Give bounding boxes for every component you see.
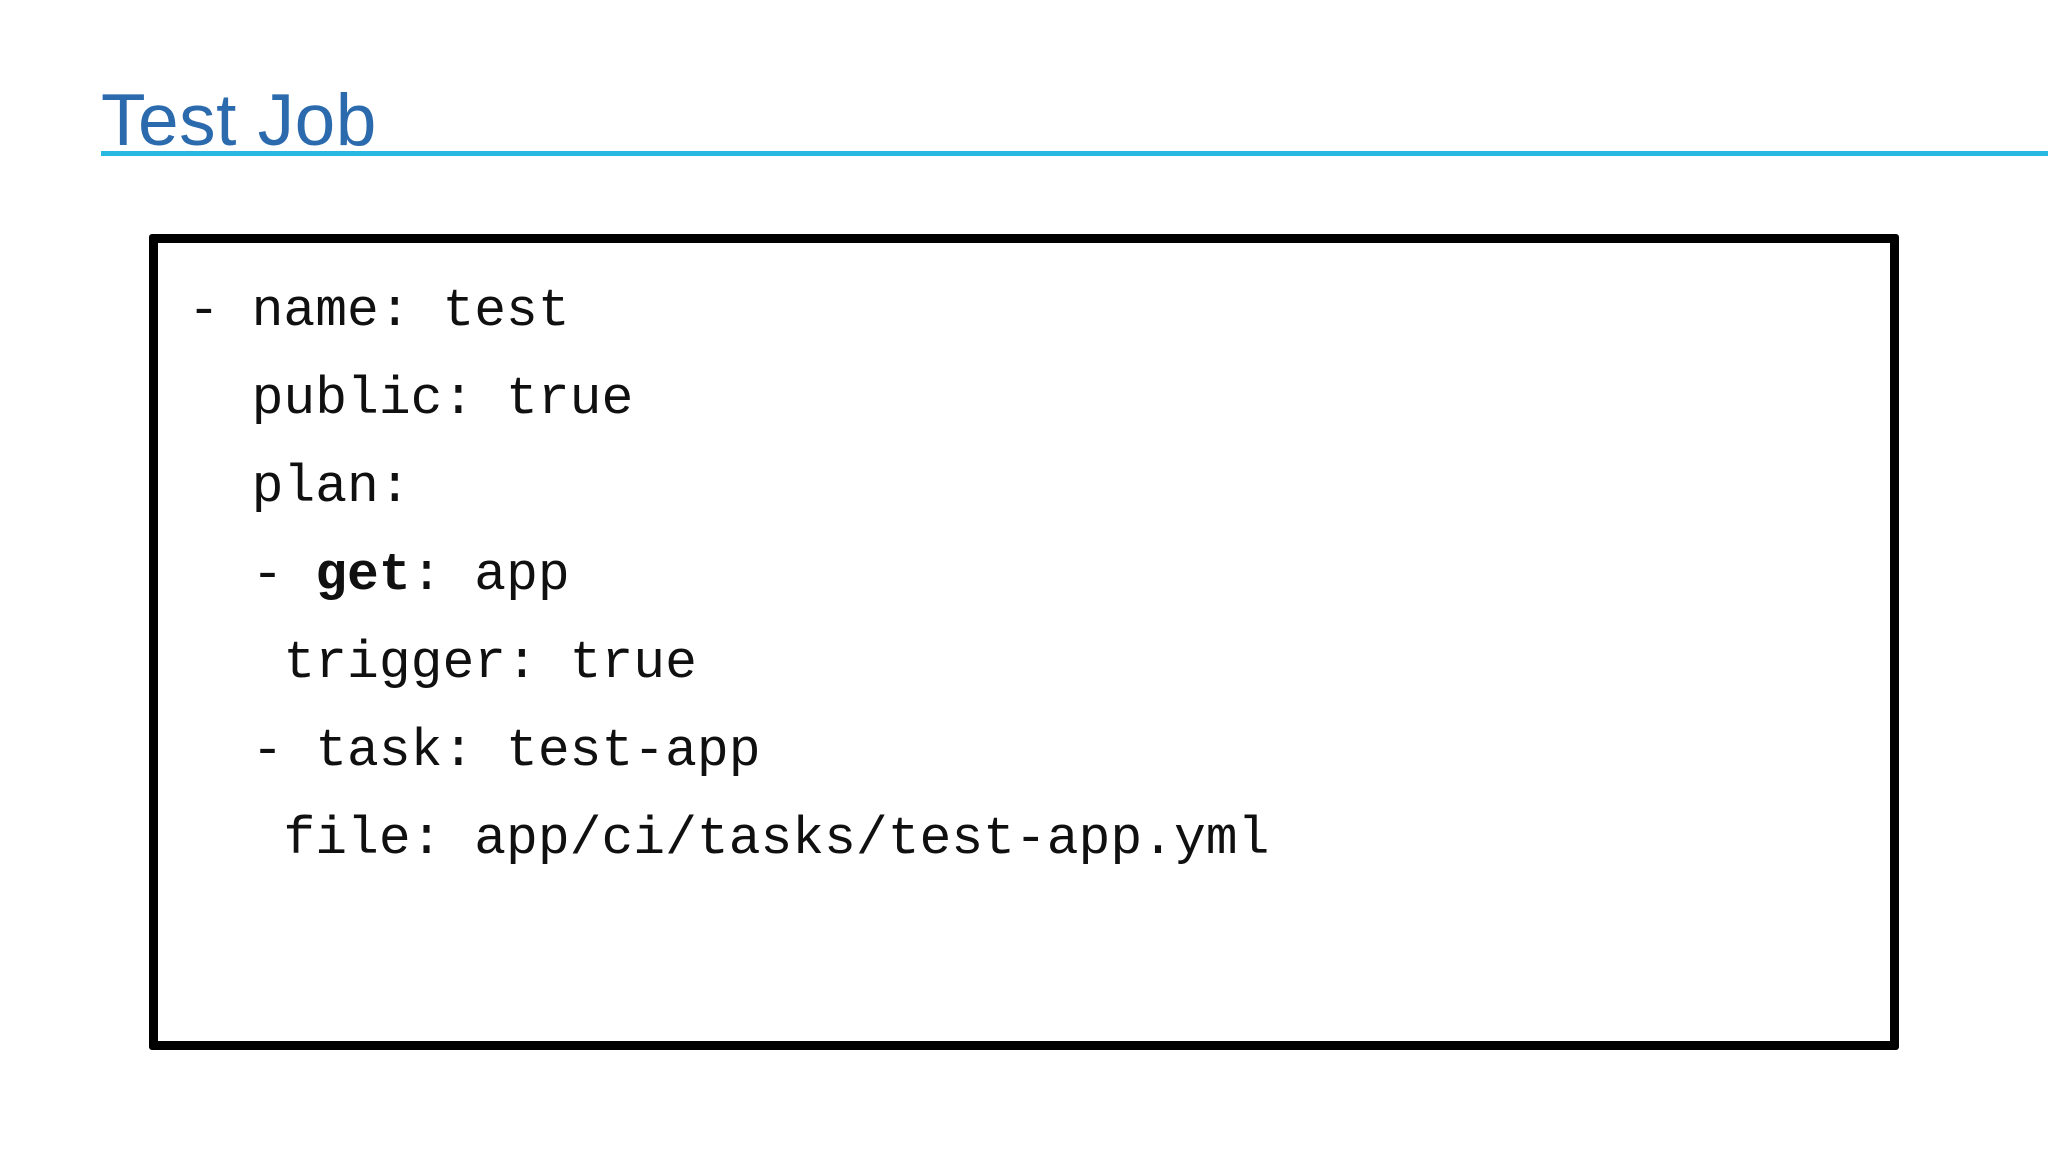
yaml-code-block: - name: test public: true plan: - get: a… — [149, 234, 1899, 1050]
title-underline — [101, 151, 2048, 156]
yaml-code: - name: test public: true plan: - get: a… — [188, 267, 1880, 883]
code-line: trigger: true — [188, 633, 697, 693]
code-line: file: app/ci/tasks/test-app.yml — [188, 809, 1270, 869]
code-line: - task: test-app — [188, 721, 761, 781]
code-line: public: true — [188, 369, 634, 429]
code-line: plan: — [188, 457, 411, 517]
code-line: - get: app — [188, 545, 570, 605]
code-line: - name: test — [188, 281, 570, 341]
page-title: Test Job — [101, 80, 377, 161]
